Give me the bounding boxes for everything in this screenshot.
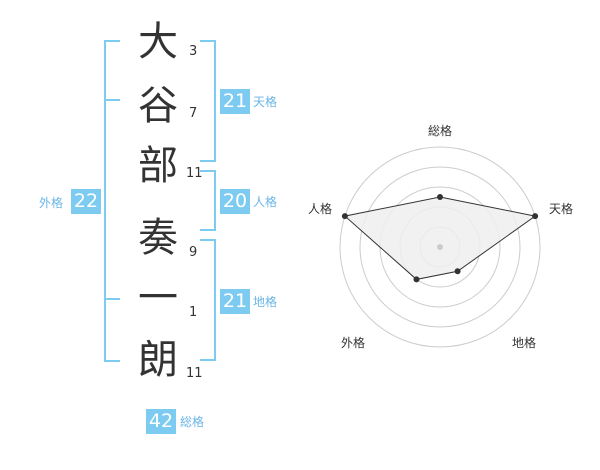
gaikaku-bracket xyxy=(104,40,120,362)
radar-center-dot xyxy=(437,244,443,250)
stroke-count-3: 11 xyxy=(186,166,203,181)
gaikaku-bracket-tick-top xyxy=(104,99,120,101)
stroke-count-6: 11 xyxy=(186,366,203,381)
radar-label-tenkaku: 天格 xyxy=(549,202,574,216)
stroke-count-4: 9 xyxy=(189,245,198,260)
tenkaku-bracket xyxy=(200,40,216,162)
name-char-4: 奏 xyxy=(138,215,178,261)
name-char-6: 朗 xyxy=(138,337,178,383)
radar-shape xyxy=(343,196,537,280)
jinkaku-label: 人格 xyxy=(253,195,278,209)
jinkaku-bracket xyxy=(200,170,216,231)
soukaku-score: 42 xyxy=(146,409,176,434)
chikaku-label: 地格 xyxy=(253,295,278,309)
radar-point xyxy=(341,213,348,220)
stroke-count-1: 3 xyxy=(189,44,198,59)
chikaku-bracket xyxy=(200,239,216,361)
radar-label-soukaku: 総格 xyxy=(428,124,453,138)
name-char-3: 部 xyxy=(138,143,178,189)
radar-point xyxy=(437,194,443,200)
radar-point xyxy=(413,276,420,283)
radar-label-gaikaku: 外格 xyxy=(341,336,366,350)
radar-point xyxy=(532,213,539,220)
radar-label-jinkaku: 人格 xyxy=(308,202,333,216)
tenkaku-label: 天格 xyxy=(253,95,278,109)
name-char-2: 谷 xyxy=(138,83,178,129)
jinkaku-score: 20 xyxy=(220,189,250,214)
gaikaku-bracket-tick-bottom xyxy=(104,298,120,300)
gaikaku-label: 外格 xyxy=(39,196,64,210)
gaikaku-score: 22 xyxy=(71,189,101,214)
radar-points xyxy=(341,194,539,283)
stroke-count-5: 1 xyxy=(189,305,198,320)
name-char-1: 大 xyxy=(138,19,178,65)
name-char-5: 一 xyxy=(138,275,178,321)
radar-label-chikaku: 地格 xyxy=(512,336,537,350)
radar-ring xyxy=(359,166,521,328)
radar-ring xyxy=(339,146,541,348)
radar-point xyxy=(454,268,461,275)
tenkaku-score: 21 xyxy=(220,89,250,114)
soukaku-label: 総格 xyxy=(180,415,205,429)
stroke-count-2: 7 xyxy=(189,106,198,121)
chikaku-score: 21 xyxy=(220,289,250,314)
